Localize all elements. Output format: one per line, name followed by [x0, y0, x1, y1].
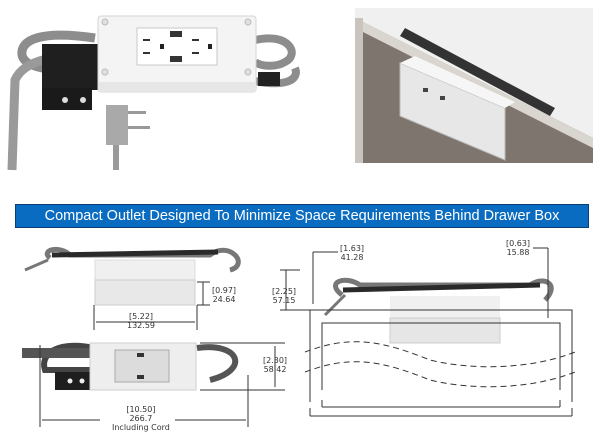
- dim-panel-offset-label: [0.63] 15.88: [506, 239, 531, 257]
- dim-depth-label: [0.97] 24.64: [212, 286, 237, 304]
- dim-clearance-label: [1.63] 41.28: [340, 244, 365, 262]
- dimension-drawings: [0.97] 24.64 [5.22] 132.59 [2.30] 58.42 …: [0, 230, 600, 445]
- product-photo-outlet: [0, 0, 300, 180]
- dim-height-label: [2.30] 58.42: [263, 356, 288, 374]
- product-photo-installed: [355, 8, 593, 163]
- dim-length-label: [10.50] 266.7 Including Cord: [112, 405, 170, 432]
- feature-banner: Compact Outlet Designed To Minimize Spac…: [15, 204, 589, 228]
- dim-width-label: [5.22] 132.59: [127, 312, 155, 330]
- dim-total-depth-label: [2.25] 57.15: [272, 287, 297, 305]
- side-view-drawing: [24, 246, 241, 330]
- drawer-drawing: [280, 247, 576, 417]
- top-view-drawing: [22, 342, 285, 427]
